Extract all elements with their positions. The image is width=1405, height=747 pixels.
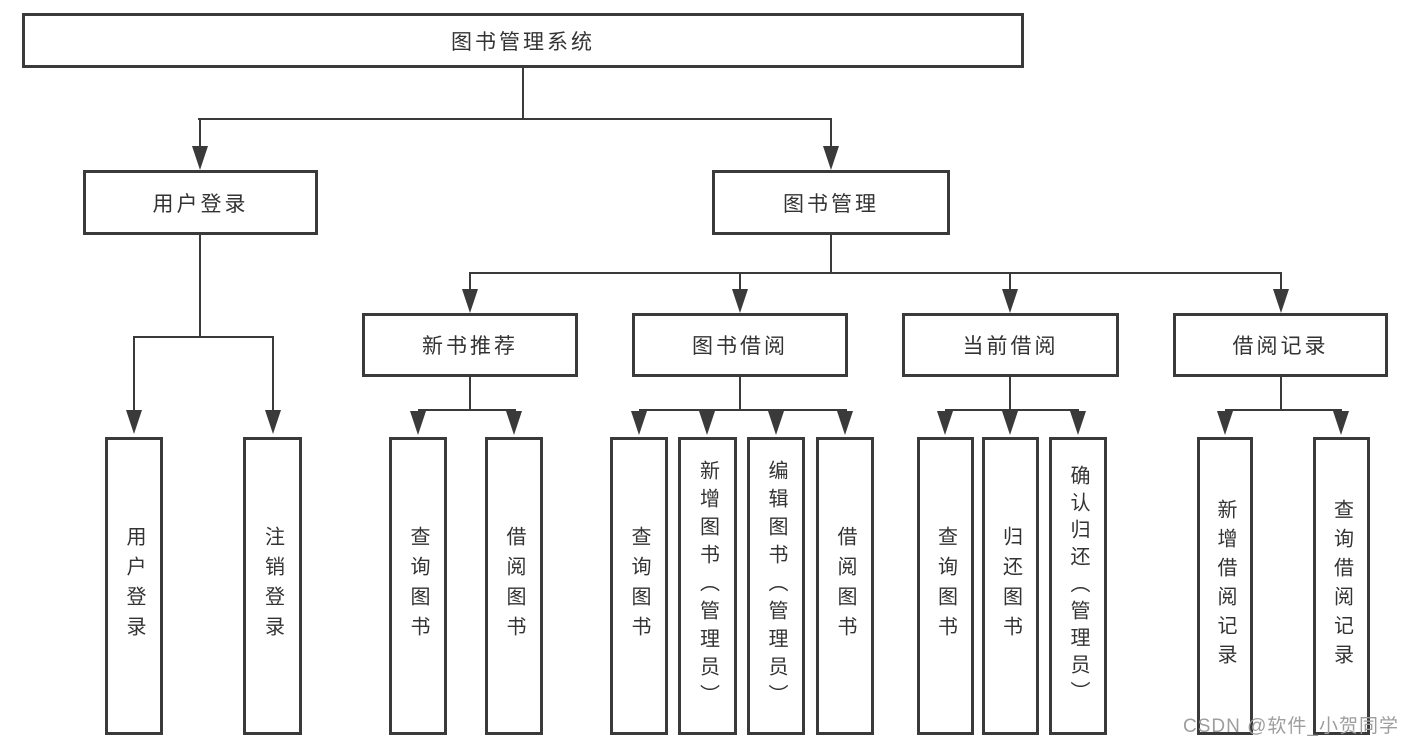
connector-stub-level2 <box>739 272 741 289</box>
node-book-borrowing: 图书借阅 <box>632 313 848 377</box>
node-label: 图书管理 <box>783 192 879 216</box>
leaf-logout: 注销登录 <box>243 437 302 735</box>
node-user-login: 用户登录 <box>83 170 318 235</box>
arrowhead-down-icon <box>1002 289 1018 313</box>
leaf-label: 确认归还（管理员） <box>1067 464 1089 708</box>
arrowhead-down-icon <box>1217 411 1233 435</box>
arrowhead-down-icon <box>462 289 478 313</box>
arrowhead-down-icon <box>192 146 208 170</box>
connector-root-stem <box>522 68 524 118</box>
arrowhead-down-icon <box>1273 289 1289 313</box>
connector-stub-book-management <box>830 118 832 148</box>
arrowhead-down-icon <box>1002 411 1018 435</box>
leaf-borrow-books-recommend: 借阅图书 <box>485 437 543 735</box>
arrowhead-down-icon <box>937 411 953 435</box>
leaf-add-borrow-record: 新增借阅记录 <box>1197 437 1253 735</box>
arrowhead-down-icon <box>265 410 281 434</box>
leaf-borrow-books-borrowing: 借阅图书 <box>816 437 874 735</box>
leaf-add-book-admin: 新增图书（管理员） <box>678 437 737 735</box>
arrowhead-down-icon <box>699 411 715 435</box>
connector-userlogin-stem <box>199 235 201 336</box>
arrowhead-down-icon <box>506 411 522 435</box>
arrowhead-down-icon <box>837 411 853 435</box>
node-borrow-records: 借阅记录 <box>1173 313 1388 377</box>
node-label: 图书管理系统 <box>451 30 595 54</box>
leaf-label: 查询图书 <box>407 526 429 646</box>
leaf-query-borrow-record: 查询借阅记录 <box>1313 437 1370 735</box>
leaf-query-books-recommend: 查询图书 <box>389 437 447 735</box>
node-book-management: 图书管理 <box>712 170 950 235</box>
connector-userlogin-horizontal <box>134 336 274 338</box>
connector-stub-leaf <box>133 336 135 410</box>
leaf-label: 新增图书（管理员） <box>696 460 719 712</box>
leaf-label: 查询图书 <box>934 526 957 646</box>
arrowhead-down-icon <box>732 289 748 313</box>
watermark-text: CSDN @软件_小贺同学 <box>1183 716 1399 737</box>
arrowhead-down-icon <box>410 411 426 435</box>
connector-stub-level2 <box>1009 272 1011 289</box>
leaf-user-login: 用户登录 <box>105 437 163 735</box>
connector-borrowing-horizontal <box>639 409 847 411</box>
leaf-label: 用户登录 <box>123 526 145 646</box>
leaf-label: 编辑图书（管理员） <box>765 460 787 712</box>
connector-recommend-stem <box>469 377 471 409</box>
node-label: 图书借阅 <box>692 335 788 358</box>
arrowhead-down-icon <box>768 411 784 435</box>
connector-bookmgmt-stem <box>830 235 832 272</box>
leaf-edit-book-admin: 编辑图书（管理员） <box>747 437 805 735</box>
arrowhead-down-icon <box>823 146 839 170</box>
leaf-label: 查询图书 <box>628 526 650 646</box>
node-current-borrowing: 当前借阅 <box>902 313 1119 377</box>
node-label: 用户登录 <box>152 192 249 216</box>
arrowhead-down-icon <box>1070 411 1086 435</box>
node-new-book-recommend: 新书推荐 <box>362 313 578 377</box>
leaf-label: 查询借阅记录 <box>1330 499 1353 673</box>
connector-stub-level2 <box>1280 272 1282 289</box>
leaf-label: 借阅图书 <box>834 526 856 646</box>
connector-records-horizontal <box>1225 409 1342 411</box>
leaf-label: 新增借阅记录 <box>1214 499 1236 673</box>
leaf-label: 借阅图书 <box>503 526 525 646</box>
connector-current-stem <box>1009 377 1011 409</box>
connector-level1-horizontal <box>198 118 832 120</box>
connector-records-stem <box>1280 377 1282 409</box>
leaf-confirm-return-admin: 确认归还（管理员） <box>1049 437 1107 735</box>
node-label: 当前借阅 <box>962 335 1059 358</box>
connector-stub-leaf <box>272 336 274 410</box>
arrowhead-down-icon <box>126 410 142 434</box>
leaf-query-books-borrowing: 查询图书 <box>610 437 668 735</box>
arrowhead-down-icon <box>1333 411 1349 435</box>
node-label: 借阅记录 <box>1232 335 1329 358</box>
leaf-label: 注销登录 <box>261 526 284 646</box>
connector-stub-level2 <box>469 272 471 289</box>
leaf-label: 归还图书 <box>999 526 1022 646</box>
leaf-return-books: 归还图书 <box>982 437 1039 735</box>
connector-borrowing-stem <box>739 377 741 409</box>
connector-recommend-horizontal <box>418 409 516 411</box>
leaf-query-books-current: 查询图书 <box>917 437 974 735</box>
connector-level2-horizontal <box>469 272 1282 274</box>
connector-stub-user-login <box>199 118 201 148</box>
connector-current-horizontal <box>945 409 1079 411</box>
arrowhead-down-icon <box>631 411 647 435</box>
node-library-management-system: 图书管理系统 <box>22 13 1024 68</box>
node-label: 新书推荐 <box>422 335 518 358</box>
